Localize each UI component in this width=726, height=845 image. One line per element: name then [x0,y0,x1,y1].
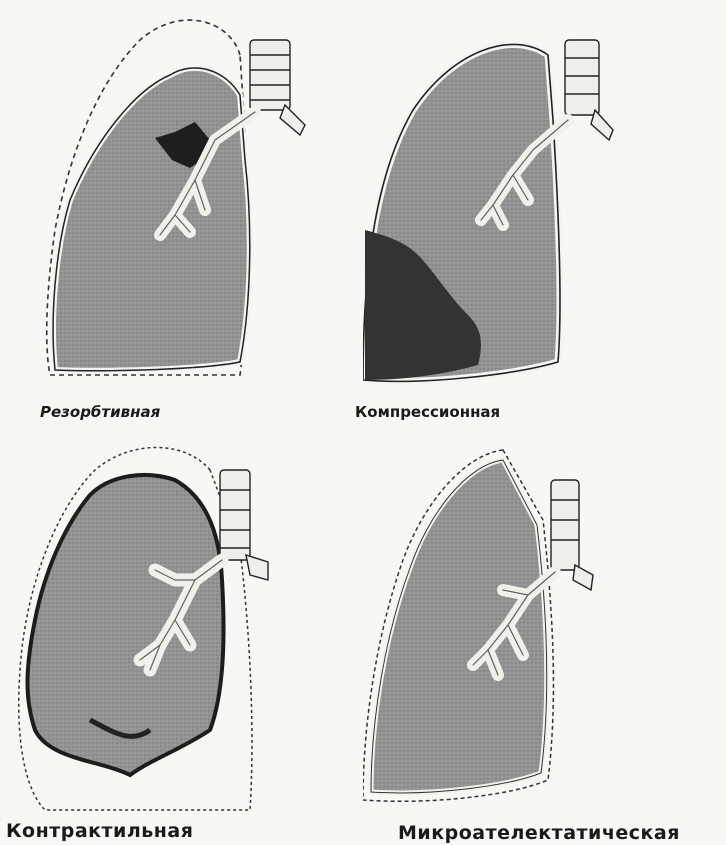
trachea [565,40,613,140]
caption-compression: Компрессионная [355,403,500,421]
panel-contractile [0,430,363,815]
microatelectatic-lung [371,460,547,793]
caption-contractile: Контрактильная [6,820,193,842]
lung-compression-drawing [363,0,726,400]
lung-microatelectatic-drawing [363,430,726,815]
panel-microatelectatic [363,430,726,815]
lung-contractile-drawing [0,430,363,815]
trachea [250,40,305,135]
caption-microatelectatic: Микроателектатическая [398,822,680,844]
lung-resorptive-drawing [0,0,363,400]
caption-resorptive: Резорбтивная [40,403,160,421]
collapsed-lung [53,68,250,371]
panel-compression [363,0,726,400]
panel-resorptive [0,0,363,400]
contracted-lung [28,475,224,775]
